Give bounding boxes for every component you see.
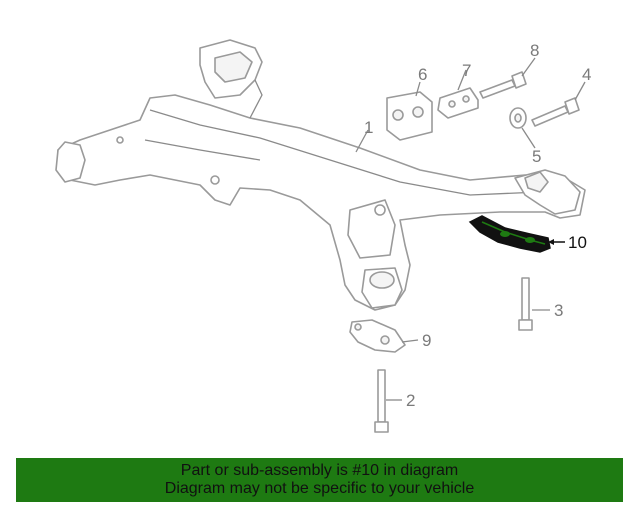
leader-lines <box>355 57 586 401</box>
mount-block-part-6 <box>386 91 433 141</box>
bolt-part-3 <box>518 277 533 331</box>
callout-10: 10 <box>568 233 587 252</box>
part-info-banner: Part or sub-assembly is #10 in diagram D… <box>16 458 623 502</box>
bracket-part-9 <box>349 319 406 353</box>
parts-diagram: 1 2 3 4 5 6 7 8 9 10 <box>55 39 591 433</box>
banner-line-part-number: Part or sub-assembly is #10 in diagram <box>180 462 459 479</box>
washer-part-5 <box>509 107 527 129</box>
callout-1: 1 <box>364 118 373 137</box>
bolt-part-8 <box>479 71 527 99</box>
brace-part-10-highlighted <box>468 215 551 253</box>
callout-3: 3 <box>554 301 563 320</box>
callout-9: 9 <box>422 331 431 350</box>
callout-8: 8 <box>530 41 539 60</box>
bolt-part-2 <box>374 369 389 433</box>
callout-2: 2 <box>406 391 415 410</box>
bracket-plate-part-7 <box>437 87 479 119</box>
bolt-part-4 <box>531 97 580 127</box>
callout-5: 5 <box>532 147 541 166</box>
callout-4: 4 <box>582 65 591 84</box>
callout-6: 6 <box>418 65 427 84</box>
callout-7: 7 <box>462 61 471 80</box>
subframe-crossmember <box>55 39 586 311</box>
banner-line-disclaimer: Diagram may not be specific to your vehi… <box>164 480 475 497</box>
